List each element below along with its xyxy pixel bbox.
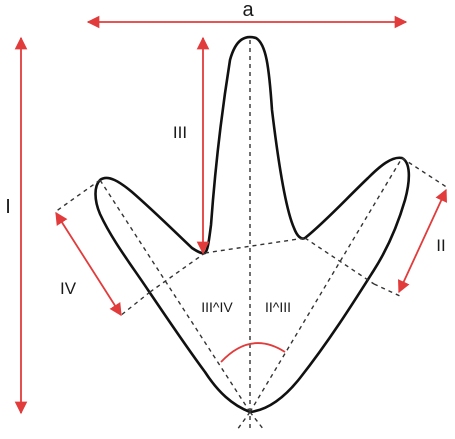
measurement-arrows [14,15,447,415]
arrow-II [398,188,447,294]
angle-arc [220,342,286,363]
digit-IV-base-ext [119,291,151,317]
hypex-line-left [149,252,206,293]
hypex-line-right [304,237,375,285]
digit-II-base-ext [373,283,401,297]
label-IV: IV [60,279,77,298]
label-I: I [5,196,11,218]
axis-IV [99,179,251,413]
hypex-line-mid [204,237,306,254]
label-angle-left: III^IV [201,299,233,315]
arrow-IV [55,211,122,317]
digit-IV-tip-ext [54,179,101,213]
label-angle-right: II^III [265,299,291,315]
heel-tick-a [236,411,251,431]
heel-tick-b [249,411,265,431]
axis-II [249,157,403,413]
label-a: a [242,0,254,21]
label-III: III [173,123,187,142]
dashed-lines [54,38,449,431]
label-II: II [436,236,445,255]
digit-II-tip-ext [401,157,449,189]
